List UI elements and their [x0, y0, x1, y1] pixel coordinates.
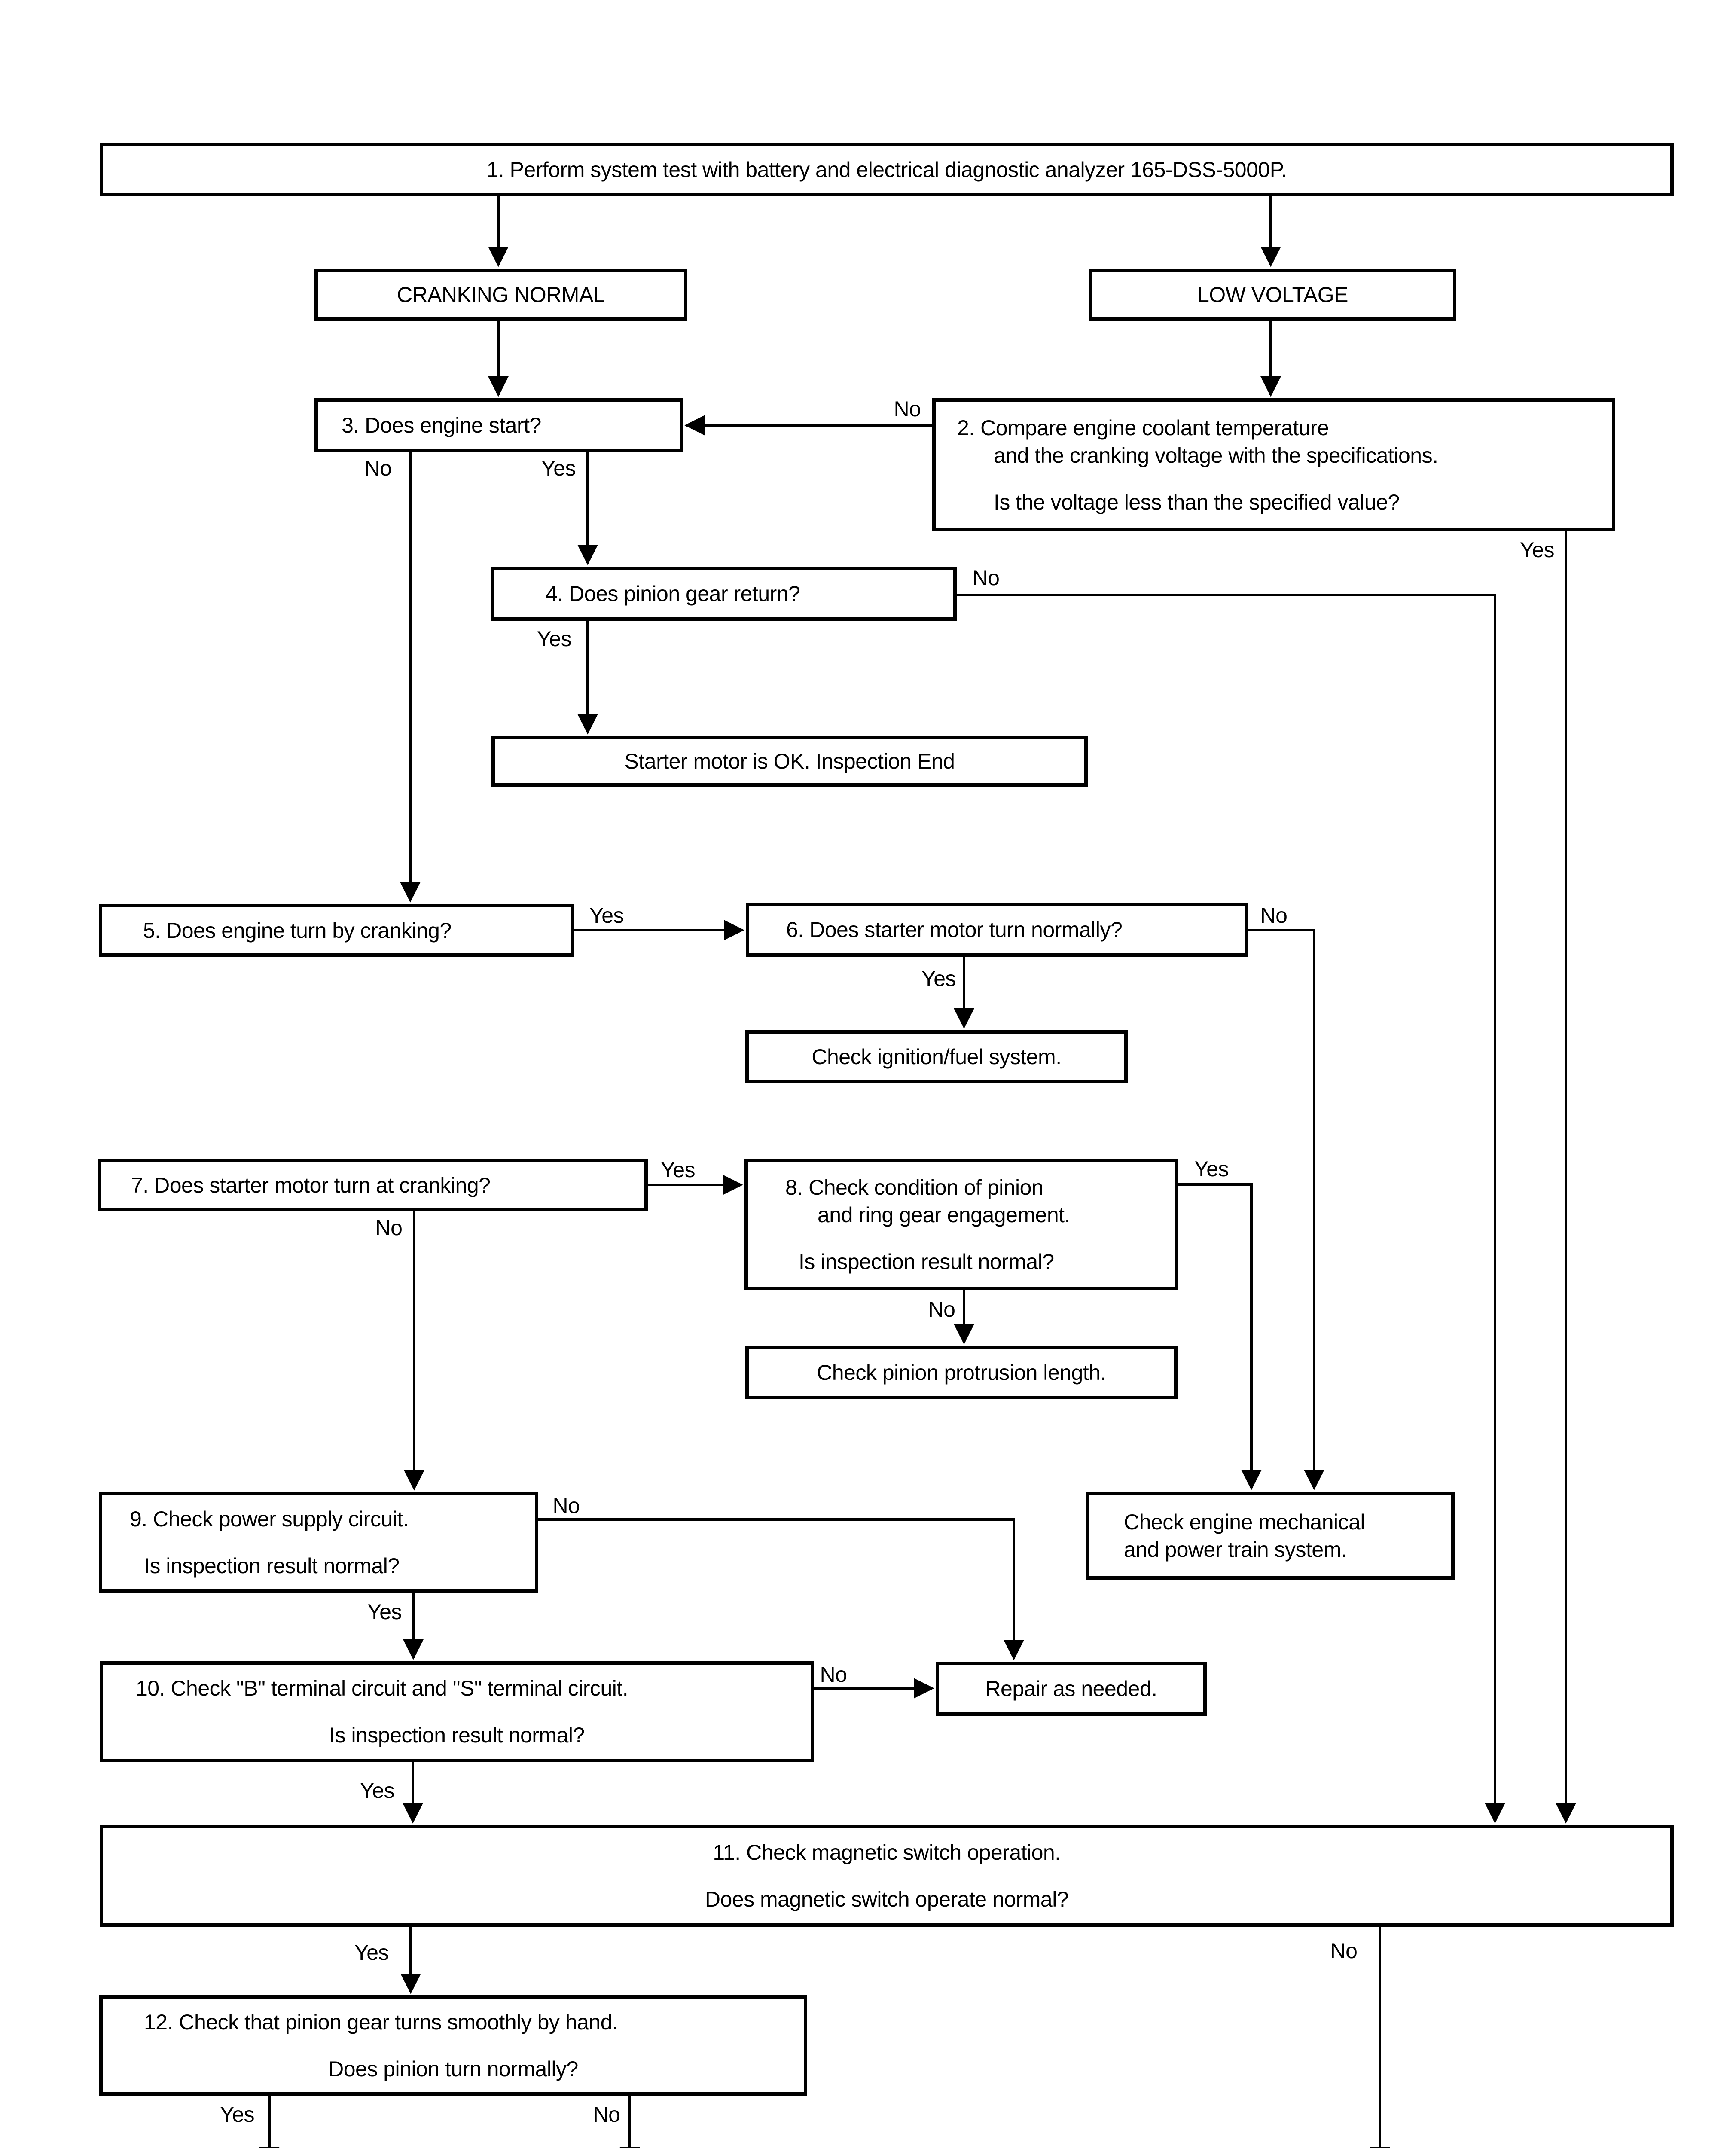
step6-text: 6. Does starter motor turn normally? [786, 918, 1123, 942]
step12-box: 12. Check that pinion gear turns smoothl… [99, 1995, 807, 2096]
step10-line2: Is inspection result normal? [329, 1723, 585, 1747]
label-no-step3: No [363, 456, 394, 481]
step9-box: 9. Check power supply circuit. Is inspec… [99, 1492, 538, 1593]
connector [1248, 929, 1324, 1490]
step10-box: 10. Check "B" terminal circuit and "S" t… [100, 1661, 814, 1762]
label-yes-step8: Yes [1192, 1156, 1231, 1181]
check-pinion-protrusion-text: Check pinion protrusion length. [817, 1361, 1106, 1385]
step9-line1: 9. Check power supply circuit. [130, 1507, 409, 1531]
repair-as-needed-text: Repair as needed. [985, 1677, 1157, 1701]
step7-box: 7. Does starter motor turn at cranking? [98, 1159, 648, 1211]
label-yes-step10: Yes [358, 1778, 397, 1803]
check-engine-mechanical-line1: Check engine mechanical [1124, 1510, 1365, 1534]
step11-line1: 11. Check magnetic switch operation. [713, 1840, 1061, 1864]
step2-line2: and the cranking voltage with the specif… [994, 443, 1438, 467]
label-no-step6: No [1258, 903, 1289, 928]
low-voltage-text: LOW VOLTAGE [1197, 283, 1349, 307]
check-engine-mechanical-line2: and power train system. [1124, 1537, 1347, 1562]
label-no-step10: No [818, 1662, 849, 1687]
label-no-step7: No [373, 1215, 404, 1240]
connector [1178, 1183, 1262, 1490]
step5-box: 5. Does engine turn by cranking? [99, 904, 574, 957]
step8-line1: 8. Check condition of pinion [785, 1175, 1043, 1199]
step7-text: 7. Does starter motor turn at cranking? [131, 1173, 491, 1197]
check-ignition-box: Check ignition/fuel system. [745, 1030, 1128, 1083]
step3-box: 3. Does engine start? [314, 398, 683, 452]
step9-line2: Is inspection result normal? [144, 1553, 400, 1578]
label-no-step2-to-step3: No [892, 397, 923, 421]
label-yes-step9: Yes [365, 1599, 404, 1624]
starter-ok-text: Starter motor is OK. Inspection End [624, 749, 955, 773]
repair-as-needed-box: Repair as needed. [936, 1662, 1207, 1716]
label-yes-step7: Yes [659, 1157, 697, 1182]
label-no-step8: No [926, 1297, 957, 1322]
cranking-normal-box: CRANKING NORMAL [314, 268, 687, 321]
step12-line2: Does pinion turn normally? [328, 2057, 578, 2081]
starter-ok-box: Starter motor is OK. Inspection End [491, 736, 1088, 787]
step12-line1: 12. Check that pinion gear turns smoothl… [144, 2010, 618, 2034]
label-yes-step11: Yes [352, 1940, 391, 1965]
step6-box: 6. Does starter motor turn normally? [746, 903, 1248, 957]
step2-line1: 2. Compare engine coolant temperature [957, 415, 1329, 440]
step3-text: 3. Does engine start? [342, 413, 541, 437]
label-no-step4: No [970, 565, 1001, 590]
check-ignition-text: Check ignition/fuel system. [812, 1045, 1062, 1069]
label-yes-step3: Yes [539, 456, 578, 481]
connector [538, 1518, 1024, 1660]
step11-box: 11. Check magnetic switch operation. Doe… [100, 1825, 1674, 1927]
low-voltage-box: LOW VOLTAGE [1089, 268, 1456, 321]
check-engine-mechanical-box: Check engine mechanical and power train … [1086, 1492, 1455, 1580]
step1-box: 1. Perform system test with battery and … [100, 143, 1674, 196]
label-yes-step6: Yes [919, 966, 958, 991]
step4-text: 4. Does pinion gear return? [546, 582, 800, 606]
label-no-step9: No [551, 1493, 582, 1518]
check-pinion-protrusion-box: Check pinion protrusion length. [745, 1346, 1178, 1399]
label-yes-step12: Yes [218, 2102, 256, 2127]
label-no-step12: No [591, 2102, 622, 2127]
label-no-step11: No [1328, 1938, 1359, 1963]
step5-text: 5. Does engine turn by cranking? [143, 918, 452, 943]
step2-box: 2. Compare engine coolant temperature an… [932, 398, 1615, 531]
label-yes-step5: Yes [587, 903, 626, 928]
step8-box: 8. Check condition of pinion and ring ge… [744, 1159, 1178, 1290]
connector [957, 594, 1505, 1824]
step10-line1: 10. Check "B" terminal circuit and "S" t… [136, 1676, 628, 1700]
label-yes-step2: Yes [1518, 537, 1556, 562]
step8-line2: and ring gear engagement. [818, 1203, 1070, 1227]
step11-line2: Does magnetic switch operate normal? [705, 1887, 1069, 1911]
step4-box: 4. Does pinion gear return? [491, 567, 957, 621]
step2-line3: Is the voltage less than the specified v… [994, 490, 1400, 514]
cranking-normal-text: CRANKING NORMAL [397, 283, 605, 307]
label-yes-step4: Yes [535, 626, 574, 651]
step1-text: 1. Perform system test with battery and … [486, 158, 1287, 182]
step8-line3: Is inspection result normal? [799, 1250, 1054, 1274]
